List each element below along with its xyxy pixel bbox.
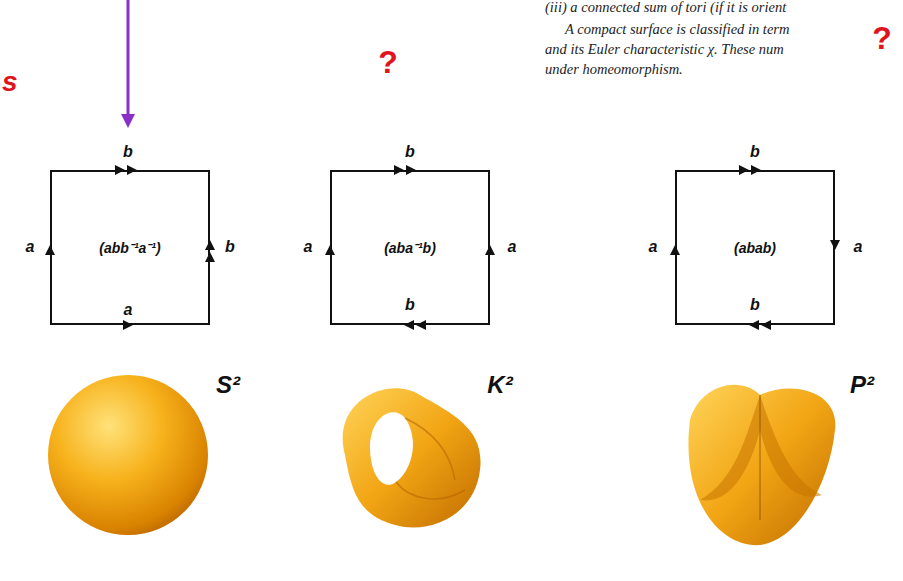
word-label: (abb⁻¹a⁻¹) [99,238,160,257]
book-text: and its Euler characteristic χ. These nu… [545,41,784,58]
word-label: (aba⁻¹b) [384,238,436,257]
edge-arrowhead [123,320,133,330]
surface-name: K² [487,371,512,399]
edge-letter: a [649,238,658,256]
edge-letter: a [854,238,863,256]
edge-letter: a [124,301,133,319]
edge-letter: a [508,238,517,256]
edge-arrowhead [749,320,759,330]
edge-arrowhead [205,252,215,262]
sphere [48,375,208,535]
book-text: A compact surface is classified in term [565,21,789,38]
annotation: s [2,66,18,98]
question-mark: ? [872,20,892,57]
book-text: under homeomorphism. [545,61,683,78]
edge-letter: b [225,238,235,256]
book-text: (iii) a connected sum of tori (if it is … [545,0,786,16]
word-label: (abab) [734,240,776,256]
edge-letter: a [304,238,313,256]
edge-arrowhead [830,240,840,250]
edge-arrowhead [205,240,215,250]
pointer-arrow [121,0,135,128]
question-mark: ? [378,44,398,81]
edge-letter: b [750,143,760,161]
klein-bottle [343,388,481,527]
surface-name: S² [216,371,240,399]
edge-arrowhead [485,245,495,255]
edge-letter: b [405,143,415,161]
edge-letter: b [123,143,133,161]
edge-arrowhead [416,320,426,330]
edge-arrowhead [761,320,771,330]
projective-plane [688,385,835,545]
edge-arrowhead [404,320,414,330]
edge-letter: b [750,296,760,314]
edge-letter: b [405,296,415,314]
surface-name: P² [850,371,874,399]
edge-letter: a [26,238,35,256]
